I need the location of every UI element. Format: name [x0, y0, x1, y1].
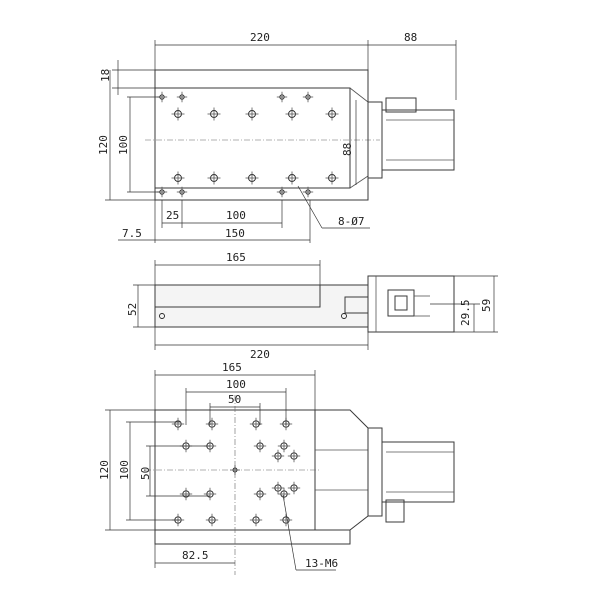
top-base-plate: [154, 69, 369, 201]
dim-bottom-100-text: 100: [226, 378, 246, 391]
dim-52-text: 52: [126, 303, 139, 316]
side-hole-left: [159, 313, 165, 319]
top-holes: [156, 91, 339, 198]
bottom-view: 165 100 50 120 100 50 82.5 13-M6: [98, 361, 455, 575]
top-table: [154, 87, 351, 189]
callout-leader: [297, 185, 323, 229]
top-view: 220 88 18 120 100 88 25 100 7.5 150 8-Ø7: [97, 31, 457, 243]
dim-220-text: 220: [250, 31, 270, 44]
dim-25-text: 25: [166, 209, 179, 222]
dim-bottom-100v-text: 100: [118, 460, 131, 480]
bottom-motor: [381, 441, 455, 503]
dim-88v-text: 88: [341, 143, 354, 156]
dim-88-text: 88: [404, 31, 417, 44]
dim-120-text: 120: [97, 135, 110, 155]
dim-82-5-text: 82.5: [182, 549, 209, 562]
dim-side-165-text: 165: [226, 251, 246, 264]
callout-threads-text: 13-M6: [305, 557, 338, 570]
side-hole-right: [341, 313, 347, 319]
side-carriage: [154, 284, 321, 308]
top-motor-knob: [385, 97, 417, 113]
dim-7-5-text: 7.5: [122, 227, 142, 240]
side-base: [154, 284, 369, 328]
side-view: 165 52 220 29.5 59: [126, 251, 498, 361]
side-coupler: [387, 289, 415, 317]
bottom-motor-knob: [385, 499, 405, 523]
top-chamfer-upper: [349, 87, 369, 103]
dim-bottom-120-text: 120: [98, 460, 111, 480]
dim-150-text: 150: [225, 227, 245, 240]
bottom-coupling: [367, 427, 383, 517]
dim-bottom-165-text: 165: [222, 361, 242, 374]
dim-29-5-text: 29.5: [459, 300, 472, 327]
dim-100v-text: 100: [117, 135, 130, 155]
dim-bottom-50v-text: 50: [139, 467, 152, 480]
dim-bottom-50-text: 50: [228, 393, 241, 406]
dim-100h-text: 100: [226, 209, 246, 222]
bottom-holes: [171, 417, 301, 527]
callout-threads-leader: [282, 494, 297, 571]
side-coupler-inner: [394, 295, 408, 311]
bottom-end-plate: [315, 409, 369, 531]
callout-holes-text: 8-Ø7: [338, 215, 365, 228]
dim-side-220-text: 220: [250, 348, 270, 361]
dim-18-text: 18: [99, 69, 112, 82]
bottom-base-strip: [154, 529, 351, 545]
top-chamfer-lower: [349, 175, 369, 189]
dim-59-text: 59: [480, 299, 493, 312]
top-motor: [381, 109, 455, 171]
